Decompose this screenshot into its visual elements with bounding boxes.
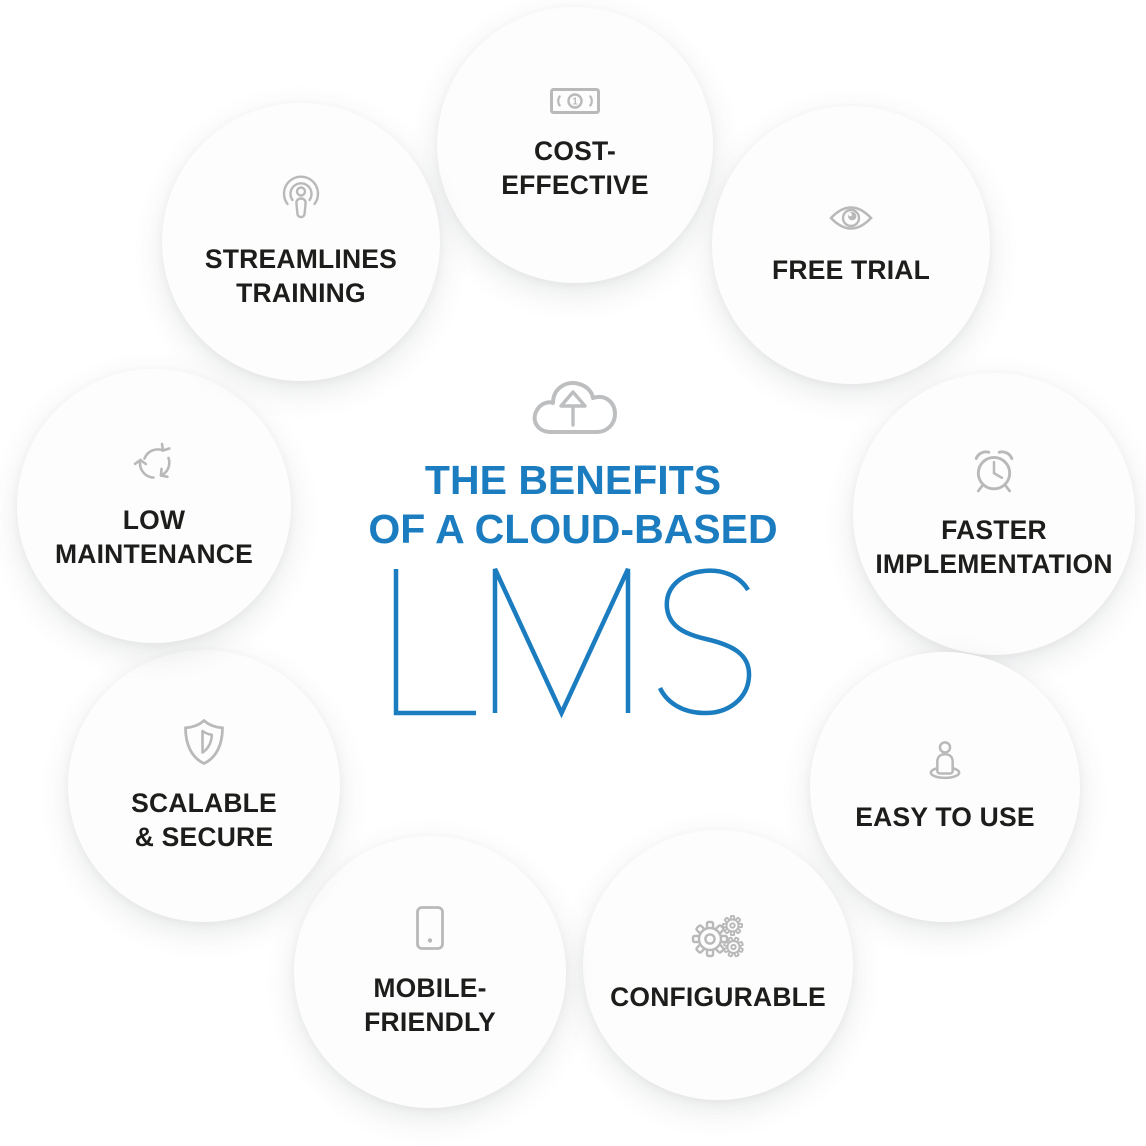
alarm-clock-icon <box>971 447 1017 493</box>
shield-icon <box>182 718 226 766</box>
benefit-label: FREE TRIAL <box>772 253 930 287</box>
benefit-circle-configurable: CONFIGURABLE <box>583 830 853 1100</box>
benefit-label: EASY TO USE <box>855 800 1034 834</box>
gears-icon <box>691 914 744 960</box>
benefit-label: LOW MAINTENANCE <box>55 503 253 571</box>
benefit-circle-low-maintenance: LOW MAINTENANCE <box>17 369 291 643</box>
infographic-title: THE BENEFITS OF A CLOUD-BASED <box>347 456 799 554</box>
benefit-circle-streamlines-training: STREAMLINES TRAINING <box>162 103 440 381</box>
label-line: SCALABLE <box>131 788 277 818</box>
benefit-circle-cost-effective: 1 COST- EFFECTIVE <box>437 7 713 283</box>
letter-m <box>492 568 631 719</box>
benefit-circle-easy-to-use: EASY TO USE <box>810 652 1080 922</box>
letter-s <box>657 568 752 716</box>
recycle-icon <box>131 441 177 483</box>
banknote-icon: 1 <box>550 88 600 114</box>
podcast-icon <box>279 174 323 222</box>
benefit-circle-faster-implementation: FASTER IMPLEMENTATION <box>853 373 1135 655</box>
label-line: IMPLEMENTATION <box>875 549 1113 579</box>
benefit-label: COST- EFFECTIVE <box>501 134 649 202</box>
center-title-block: THE BENEFITS OF A CLOUD-BASED LMS <box>347 378 799 719</box>
lms-wordmark: LMS <box>347 568 799 719</box>
benefit-circle-scalable-secure: SCALABLE & SECURE <box>68 650 340 922</box>
label-line: CONFIGURABLE <box>610 982 826 1012</box>
benefit-circle-free-trial: FREE TRIAL <box>712 106 990 384</box>
benefit-label: SCALABLE & SECURE <box>131 786 277 854</box>
benefit-label: FASTER IMPLEMENTATION <box>875 513 1112 581</box>
benefit-label: CONFIGURABLE <box>610 980 826 1014</box>
benefit-label: STREAMLINES TRAINING <box>205 242 397 310</box>
label-line: MAINTENANCE <box>55 539 253 569</box>
cloud-upload-icon <box>347 378 799 438</box>
smartphone-icon <box>415 905 445 951</box>
label-line: STREAMLINES <box>204 244 398 274</box>
label-line: FREE TRIAL <box>771 255 931 285</box>
label-line: EASY TO USE <box>855 802 1035 832</box>
benefit-circle-mobile-friendly: MOBILE- FRIENDLY <box>294 836 566 1108</box>
svg-text:1: 1 <box>572 97 578 108</box>
eye-icon <box>828 203 874 233</box>
label-line: & SECURE <box>134 822 274 852</box>
benefit-label: MOBILE- FRIENDLY <box>364 971 496 1039</box>
label-line: COST- <box>534 136 616 166</box>
label-line: TRAINING <box>236 278 366 308</box>
label-line: FASTER <box>941 515 1047 545</box>
label-line: EFFECTIVE <box>501 170 649 200</box>
title-line-1: THE BENEFITS <box>424 457 722 503</box>
title-line-2: OF A CLOUD-BASED <box>368 506 778 552</box>
person-icon <box>924 740 966 780</box>
label-line: MOBILE- <box>373 973 487 1003</box>
label-line: FRIENDLY <box>364 1007 496 1037</box>
label-line: LOW <box>122 505 186 535</box>
letter-l <box>393 569 476 716</box>
